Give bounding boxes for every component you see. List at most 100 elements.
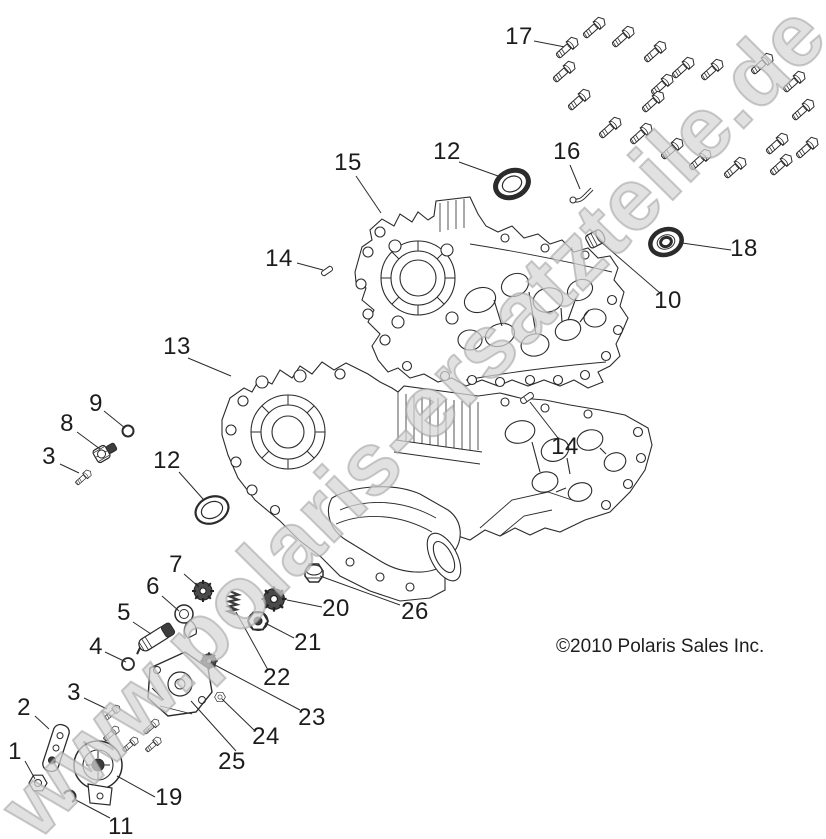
flange-bolt	[101, 724, 122, 743]
oil-seal-lower	[194, 495, 230, 525]
leader-line-19	[116, 775, 156, 798]
part-label-23: 23	[298, 704, 326, 731]
flange-bolt	[565, 86, 593, 113]
flange-bolt	[143, 735, 164, 754]
leader-line-22	[235, 611, 269, 671]
drain-plug-26	[304, 563, 324, 583]
o-ring	[121, 657, 135, 671]
leader-line-18	[681, 242, 732, 251]
part-label-6: 6	[146, 573, 160, 600]
oil-seal-upper	[493, 167, 531, 201]
leader-line-4	[104, 651, 127, 663]
part-label-10: 10	[654, 287, 682, 314]
flange-bolt	[780, 68, 808, 95]
leader-line-25	[190, 700, 237, 752]
part-label-7: 7	[169, 551, 183, 578]
part-label-15: 15	[334, 149, 362, 176]
clip-11	[63, 789, 77, 803]
flange-bolt	[609, 23, 637, 50]
flange-bolt	[767, 151, 795, 178]
leader-line-21	[264, 622, 295, 639]
pump-rotor-19	[73, 740, 123, 806]
part-label-18: 18	[730, 235, 758, 262]
part-label-14: 14	[551, 433, 579, 460]
flange-bolt	[553, 34, 581, 61]
part-label-17: 17	[505, 23, 533, 50]
leader-line-8	[76, 431, 101, 450]
leader-line-3	[83, 697, 108, 710]
part-label-12: 12	[433, 138, 461, 165]
oil-pump	[147, 651, 213, 717]
flange-bolt	[686, 146, 714, 173]
bolt-field	[550, 14, 821, 181]
leader-line-9	[103, 410, 126, 429]
flange-nut-21	[246, 611, 270, 631]
flange-bolt	[580, 14, 608, 41]
part-label-19: 19	[155, 784, 183, 811]
flange-bolt	[641, 38, 669, 65]
nut-1	[28, 774, 48, 792]
flange-bolt	[721, 154, 749, 181]
leader-line-2	[34, 715, 50, 730]
leader-line-1	[24, 760, 36, 780]
washer-9	[121, 424, 135, 438]
flange-bolt	[627, 120, 655, 147]
leader-line-6	[161, 595, 180, 612]
part-label-25: 25	[218, 748, 246, 775]
part-label-21: 21	[294, 629, 322, 656]
flange-bolt	[73, 468, 94, 487]
flange-bolt	[141, 717, 162, 736]
leader-line-10	[600, 241, 661, 294]
part-label-11: 11	[108, 813, 134, 839]
flange-bolt	[669, 54, 697, 81]
part-label-9: 9	[89, 390, 103, 417]
leader-line-23	[212, 663, 301, 711]
leader-line-5	[132, 621, 152, 635]
part-label-12: 12	[153, 447, 181, 474]
part-label-8: 8	[60, 410, 74, 437]
vent-fitting	[569, 187, 594, 204]
part-label-4: 4	[89, 633, 103, 660]
leader-lines	[24, 40, 732, 819]
leader-line-7	[183, 573, 200, 588]
dowel-pin-left	[320, 265, 334, 277]
part-label-3: 3	[42, 443, 56, 470]
shift-pawl	[174, 604, 197, 639]
part-label-14: 14	[265, 245, 293, 272]
flange-bolt	[596, 114, 624, 141]
part-label-20: 20	[322, 595, 350, 622]
flange-bolt	[102, 703, 123, 722]
flange-bolt	[793, 134, 821, 161]
dowel-plug	[585, 229, 606, 249]
shift-shaft	[136, 622, 176, 655]
leader-line-14	[529, 401, 559, 439]
dowel-pin-right	[520, 392, 534, 404]
flange-bolt	[789, 96, 817, 123]
part-label-2: 2	[17, 694, 31, 721]
copyright-text: ©2010 Polaris Sales Inc.	[556, 636, 765, 657]
part-label-24: 24	[252, 723, 280, 750]
bracket-2	[42, 723, 70, 773]
gear-20	[260, 585, 288, 613]
leader-line-17	[533, 40, 566, 48]
leader-line-12	[458, 161, 499, 177]
flange-bolt	[550, 58, 578, 85]
spring	[224, 590, 243, 616]
flange-bolt	[120, 735, 141, 754]
leader-line-24	[221, 698, 255, 731]
flange-bolt	[698, 56, 726, 83]
leader-line-15	[355, 175, 382, 214]
leader-line-16	[569, 164, 581, 190]
leader-line-12	[178, 471, 204, 500]
leader-line-20	[286, 599, 323, 608]
flange-bolt	[748, 50, 776, 77]
leader-line-11	[73, 798, 111, 819]
leader-line-26	[319, 575, 401, 606]
bearing	[648, 226, 684, 258]
leader-line-3	[59, 463, 80, 474]
flange-bolt	[763, 130, 791, 157]
crankcase-half-lower	[221, 361, 653, 602]
part-label-13: 13	[163, 333, 191, 360]
